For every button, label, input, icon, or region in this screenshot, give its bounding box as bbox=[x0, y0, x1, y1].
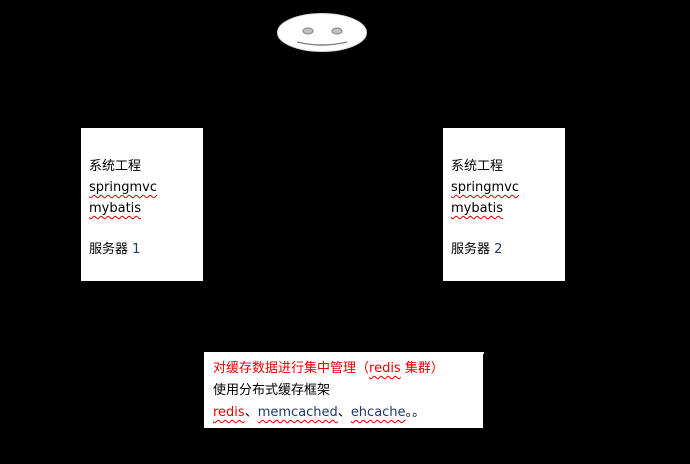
server-stack-springmvc: springmvc bbox=[89, 180, 157, 195]
framework-memcached: memcached bbox=[257, 405, 338, 420]
server-box-1: 系统工程 springmvc mybatis 服务器 1 bbox=[81, 128, 203, 281]
server-stack-mybatis: mybatis bbox=[89, 201, 142, 216]
server-label: 服务器 2 bbox=[451, 242, 503, 257]
server-title: 系统工程 bbox=[89, 159, 142, 174]
server-stack-mybatis: mybatis bbox=[451, 201, 504, 216]
user-smiley-icon bbox=[277, 13, 367, 52]
cache-heading: 对缓存数据进行集中管理（redis 集群） bbox=[213, 361, 444, 376]
cache-box-top-border bbox=[204, 352, 484, 354]
framework-redis: redis bbox=[213, 405, 245, 420]
server-title: 系统工程 bbox=[451, 159, 504, 174]
server-box-2: 系统工程 springmvc mybatis 服务器 2 bbox=[443, 128, 565, 281]
cache-frameworks: redis、memcached、ehcache。。 bbox=[213, 405, 426, 420]
server-stack-springmvc: springmvc bbox=[451, 180, 519, 195]
cache-box: 对缓存数据进行集中管理（redis 集群） 使用分布式缓存框架 redis、me… bbox=[204, 354, 483, 428]
cache-subtitle: 使用分布式缓存框架 bbox=[213, 383, 331, 398]
server-label: 服务器 1 bbox=[89, 242, 141, 257]
framework-ehcache: ehcache bbox=[350, 405, 406, 420]
